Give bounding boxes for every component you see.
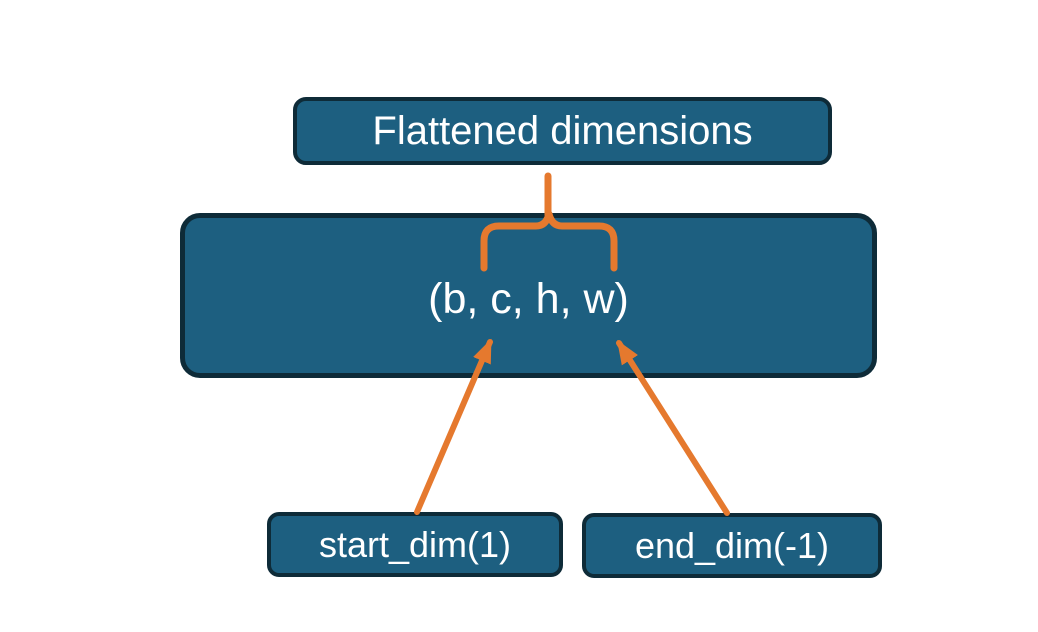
node-flattened-dimensions: Flattened dimensions (293, 97, 832, 165)
flattened-dimensions-label: Flattened dimensions (372, 108, 753, 153)
tensor-shape-label: (b, c, h, w) (428, 275, 629, 323)
node-end-dim: end_dim(-1) (582, 513, 882, 578)
end-dim-label: end_dim(-1) (634, 524, 830, 566)
node-start-dim: start_dim(1) (267, 512, 563, 577)
node-tensor-shape: (b, c, h, w) (180, 213, 877, 378)
start-dim-label: start_dim(1) (318, 523, 512, 565)
